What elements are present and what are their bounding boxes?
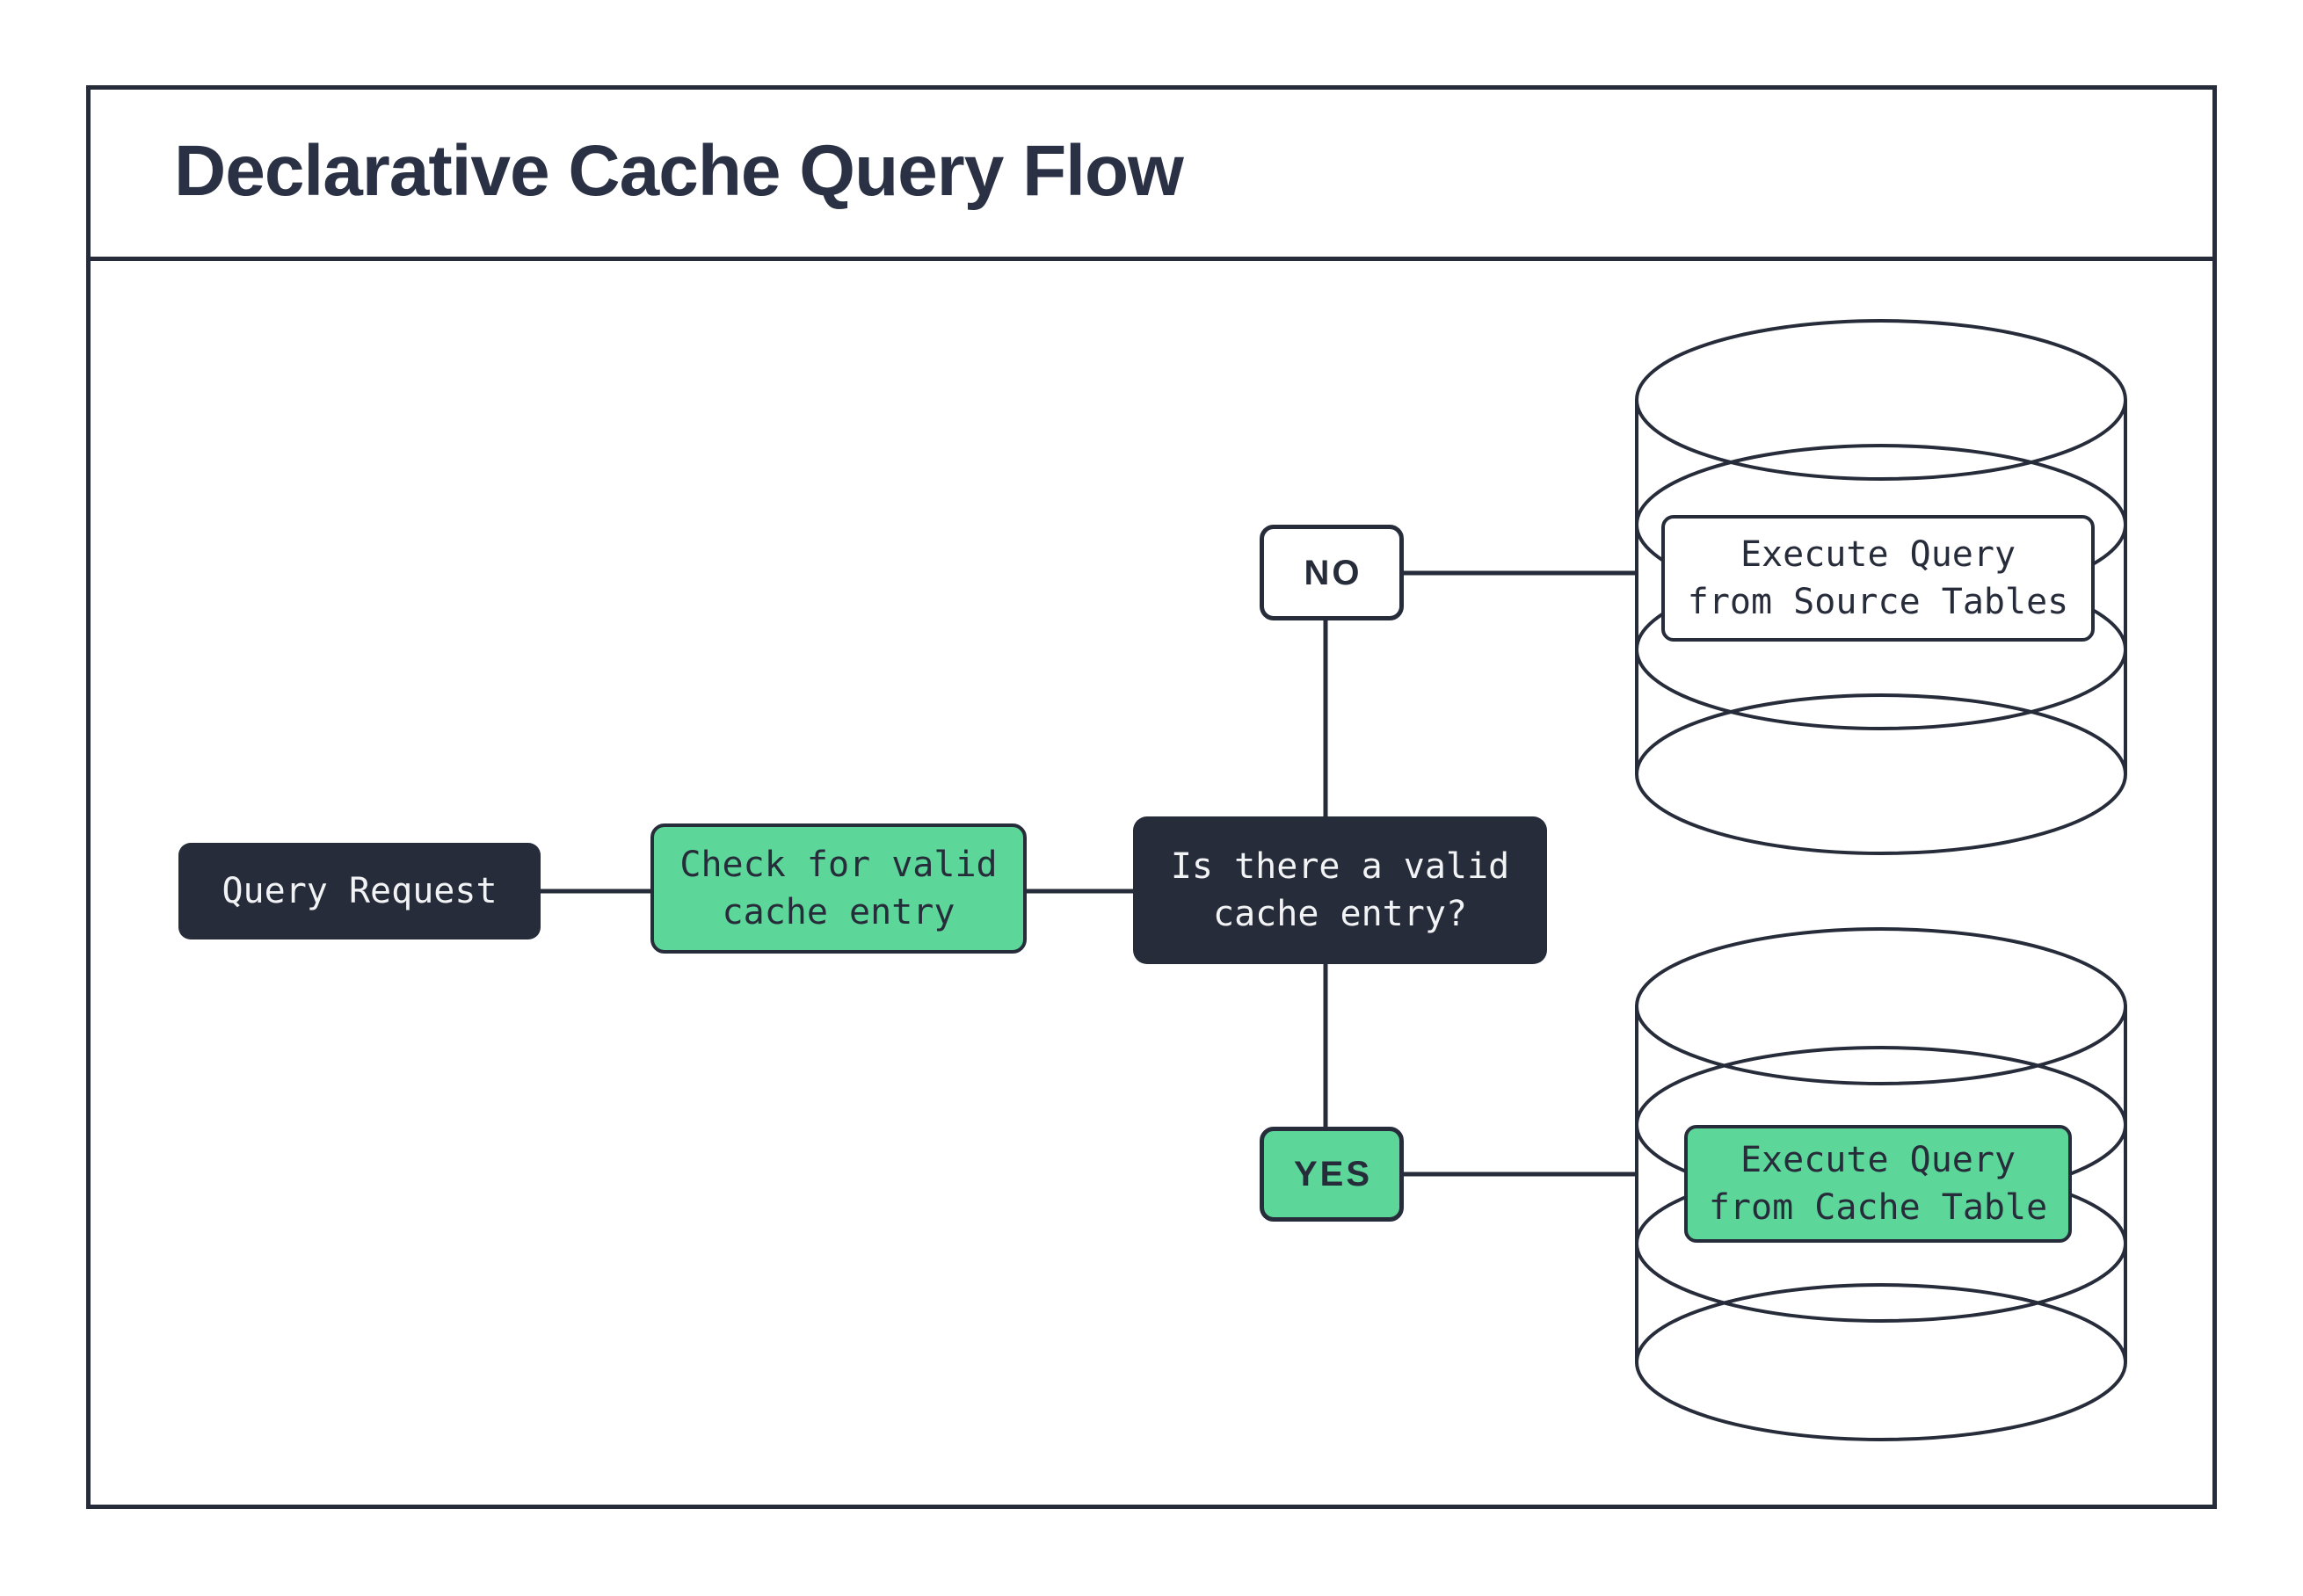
edges bbox=[541, 570, 1637, 1177]
node-branch-yes: YES bbox=[1260, 1127, 1404, 1222]
node-check-cache-entry: Check for valid cache entry bbox=[650, 823, 1027, 954]
diagram-frame bbox=[86, 85, 2217, 1509]
node-query-request: Query Request bbox=[178, 843, 541, 939]
database-cylinder-cache-icon bbox=[1635, 927, 2127, 1441]
node-branch-no: NO bbox=[1260, 525, 1404, 620]
node-execute-source-tables: Execute Query from Source Tables bbox=[1661, 515, 2095, 642]
node-execute-cache-table: Execute Query from Cache Table bbox=[1684, 1125, 2072, 1243]
node-decision-valid-cache: Is there a valid cache entry? bbox=[1133, 816, 1547, 964]
page-title: Declarative Cache Query Flow bbox=[174, 130, 1184, 211]
diagram-header: Declarative Cache Query Flow bbox=[86, 85, 2217, 261]
